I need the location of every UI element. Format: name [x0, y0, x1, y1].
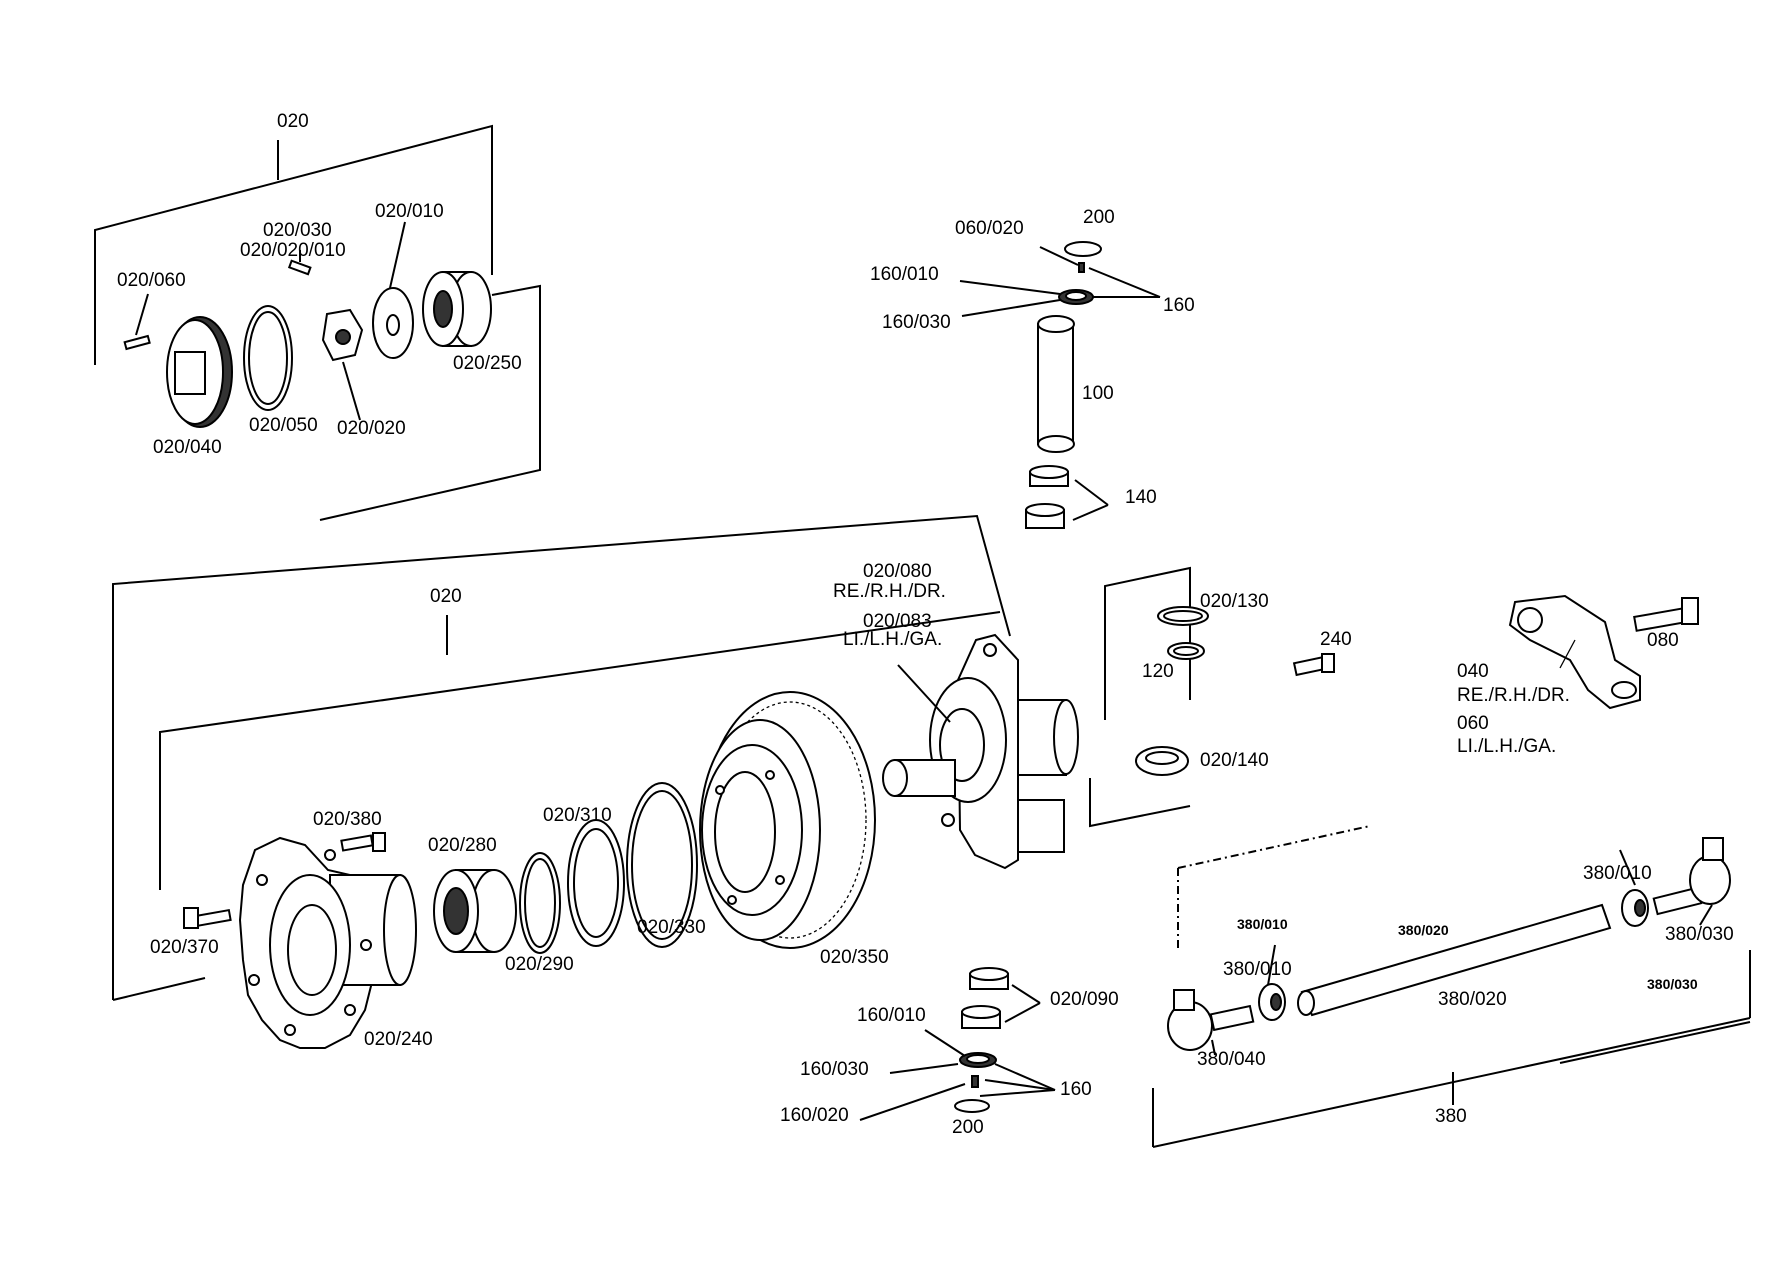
- label-160-030-bottom: 160/030: [800, 1059, 869, 1080]
- label-200-bottom: 200: [952, 1117, 984, 1138]
- bushes-140: [1025, 465, 1109, 529]
- seal-120: [1167, 642, 1205, 660]
- bolt-020-370: [183, 907, 232, 929]
- label-020-040: 020/040: [153, 437, 222, 458]
- label-160-030-top: 160/030: [882, 312, 951, 333]
- seal-020-130: [1157, 606, 1209, 626]
- label-020-310: 020/310: [543, 805, 612, 826]
- label-380: 380: [1435, 1106, 1467, 1127]
- ring-020-330: [626, 782, 698, 948]
- label-160-020: 160/020: [780, 1105, 849, 1126]
- label-380-010-c: 380/010: [1583, 863, 1652, 884]
- label-140: 140: [1125, 487, 1157, 508]
- label-020-main: 020: [430, 586, 462, 607]
- label-160-bottom: 160: [1060, 1079, 1092, 1100]
- label-200-top: 200: [1083, 207, 1115, 228]
- label-020-380: 020/380: [313, 809, 382, 830]
- label-020-290: 020/290: [505, 954, 574, 975]
- tie-rod-end-380-030: [1652, 837, 1731, 926]
- steering-knuckle-020-080: [882, 633, 1079, 870]
- hub-cap-020-040: [166, 316, 233, 428]
- frame-main-020: [112, 514, 1011, 1001]
- frame-upper-020: [94, 124, 541, 521]
- label-020-050: 020/050: [249, 415, 318, 436]
- clamp-380-010-left: [1258, 944, 1286, 1021]
- label-re-rh-dr-1: RE./R.H./DR.: [833, 581, 946, 602]
- pin-020-030: [287, 250, 312, 276]
- label-020-030: 020/030: [263, 220, 332, 241]
- bolt-240: [1292, 653, 1335, 677]
- label-120: 120: [1142, 661, 1174, 682]
- label-020-330: 020/330: [637, 917, 706, 938]
- label-020-350: 020/350: [820, 947, 889, 968]
- label-li-lh-ga-2: LI./L.H./GA.: [1457, 736, 1557, 757]
- label-160-010-top: 160/010: [870, 264, 939, 285]
- label-160-010-bottom: 160/010: [857, 1005, 926, 1026]
- seal-020-310: [567, 819, 625, 947]
- label-020-080: 020/080: [863, 561, 932, 582]
- label-020-250: 020/250: [453, 353, 522, 374]
- clamp-380-010-right: [1619, 849, 1649, 927]
- seal-020-140: [1135, 746, 1189, 776]
- label-040: 040: [1457, 661, 1489, 682]
- wheel-hub-020-240: [238, 836, 417, 1049]
- gasket-020-050: [243, 305, 293, 411]
- label-380-040: 380/040: [1197, 1049, 1266, 1070]
- tube-380-020: [1297, 903, 1612, 1017]
- frame-knuckle-right: [1089, 566, 1191, 828]
- label-020-020-010: 020/020/010: [240, 240, 346, 261]
- bearing-020-280: [433, 869, 517, 953]
- label-020-060: 020/060: [117, 270, 186, 291]
- label-020-240: 020/240: [364, 1029, 433, 1050]
- label-060-020: 060/020: [955, 218, 1024, 239]
- kingpin-100: [1037, 315, 1075, 453]
- label-020-010: 020/010: [375, 201, 444, 222]
- kingpin-stack-top: [959, 241, 1161, 317]
- label-380-010-b: 380/010: [1223, 959, 1292, 980]
- washer-020-010: [372, 221, 414, 359]
- label-380-010-a: 380/010: [1237, 916, 1288, 932]
- label-re-rh-dr-2: RE./R.H./DR.: [1457, 685, 1570, 706]
- label-380-020-a: 380/020: [1398, 922, 1449, 938]
- label-020-140: 020/140: [1200, 750, 1269, 771]
- label-080: 080: [1647, 630, 1679, 651]
- label-020-upper: 020: [277, 111, 309, 132]
- bearing-020-250: [422, 271, 492, 347]
- ring-020-290: [519, 852, 561, 954]
- label-240: 240: [1320, 629, 1352, 650]
- label-020-020: 020/020: [337, 418, 406, 439]
- tie-rod-end-380-040: [1167, 989, 1255, 1056]
- label-020-090: 020/090: [1050, 989, 1119, 1010]
- steering-arm-040: [1508, 594, 1641, 710]
- screw-020-060: [123, 293, 151, 351]
- kingpin-stack-bottom: [859, 967, 1056, 1121]
- label-020-370: 020/370: [150, 937, 219, 958]
- bolt-020-380: [340, 832, 386, 852]
- label-380-030-b: 380/030: [1647, 976, 1698, 992]
- label-020-280: 020/280: [428, 835, 497, 856]
- brake-disc-020-350: [699, 691, 876, 949]
- label-160-top: 160: [1163, 295, 1195, 316]
- label-060: 060: [1457, 713, 1489, 734]
- frame-380: [1152, 825, 1751, 1148]
- label-380-030-a: 380/030: [1665, 924, 1734, 945]
- label-100: 100: [1082, 383, 1114, 404]
- label-020-130: 020/130: [1200, 591, 1269, 612]
- nut-020-020: [321, 308, 364, 362]
- label-020-083: 020/083: [863, 611, 932, 632]
- label-380-020-b: 380/020: [1438, 989, 1507, 1010]
- label-li-lh-ga-1: LI./L.H./GA.: [843, 629, 943, 650]
- bolt-080: [1633, 597, 1699, 632]
